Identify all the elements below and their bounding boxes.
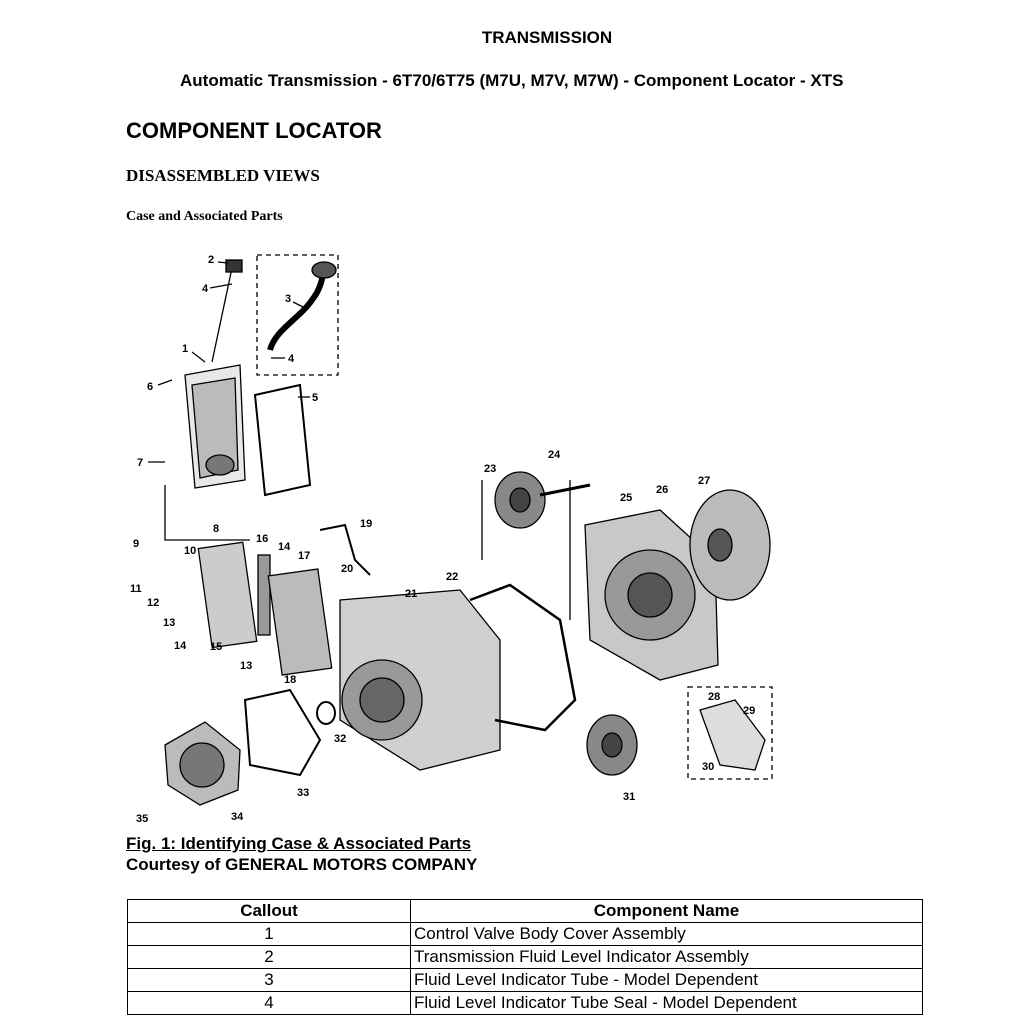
page-heading: COMPONENT LOCATOR	[126, 118, 382, 143]
callout-label: 1	[182, 343, 188, 355]
table-row: 1 Control Valve Body Cover Assembly	[127, 922, 923, 946]
sub-sub-heading: Case and Associated Parts	[126, 209, 283, 224]
callout-label: 34	[231, 811, 244, 823]
callout-label: 2	[208, 254, 214, 266]
callout-label: 13	[240, 660, 252, 672]
column-header-component-name: Component Name	[410, 899, 923, 923]
column-header-callout: Callout	[127, 899, 411, 923]
component-name-cell: Fluid Level Indicator Tube - Model Depen…	[410, 968, 923, 992]
sub-heading: DISASSEMBLED VIEWS	[126, 166, 320, 185]
callout-label: 31	[623, 791, 635, 803]
callout-label: 17	[298, 550, 310, 562]
component-name-cell: Transmission Fluid Level Indicator Assem…	[410, 945, 923, 969]
callout-label: 8	[213, 523, 219, 535]
table-row: 3 Fluid Level Indicator Tube - Model Dep…	[127, 968, 923, 992]
callout-label: 23	[484, 463, 496, 475]
callout-label: 16	[256, 533, 268, 545]
callout-label: 4	[288, 353, 295, 365]
figure-caption: Fig. 1: Identifying Case & Associated Pa…	[126, 834, 472, 853]
table-row: 2 Transmission Fluid Level Indicator Ass…	[127, 945, 923, 969]
table-header-row: Callout Component Name	[127, 899, 923, 923]
callout-label: 3	[285, 293, 291, 305]
callout-label: 30	[702, 761, 714, 773]
callout-label: 12	[147, 597, 159, 609]
callout-label: 26	[656, 484, 668, 496]
callout-table: Callout Component Name 1 Control Valve B…	[127, 899, 923, 1015]
callout-cell: 1	[127, 922, 411, 946]
callout-label: 14	[278, 541, 291, 553]
exploded-parts-diagram: 1 2 3 4 4 5 6 7 8 9 10 11 12 13 13 14 14…	[130, 254, 773, 825]
callout-label: 27	[698, 475, 710, 487]
callout-cell: 3	[127, 968, 411, 992]
callout-label: 6	[147, 381, 153, 393]
callout-label: 25	[620, 492, 632, 504]
callout-label: 24	[548, 449, 561, 461]
callout-label: 28	[708, 691, 720, 703]
callout-label: 10	[184, 545, 196, 557]
callout-label: 22	[446, 571, 458, 583]
callout-label: 29	[743, 705, 755, 717]
callout-cell: 4	[127, 991, 411, 1015]
table-row: 4 Fluid Level Indicator Tube Seal - Mode…	[127, 991, 923, 1015]
component-name-cell: Control Valve Body Cover Assembly	[410, 922, 923, 946]
callout-cell: 2	[127, 945, 411, 969]
callout-label: 15	[210, 641, 222, 653]
callout-label: 13	[163, 617, 175, 629]
component-name-cell: Fluid Level Indicator Tube Seal - Model …	[410, 991, 923, 1015]
callout-label: 21	[405, 588, 417, 600]
document-title: Automatic Transmission - 6T70/6T75 (M7U,…	[180, 71, 844, 90]
callout-label: 9	[133, 538, 139, 550]
callout-label: 14	[174, 640, 187, 652]
callout-label: 33	[297, 787, 309, 799]
callout-label: 20	[341, 563, 353, 575]
callout-label: 32	[334, 733, 346, 745]
callout-label: 5	[312, 392, 318, 404]
callout-label: 18	[284, 674, 296, 686]
callout-label: 7	[137, 457, 143, 469]
section-label: TRANSMISSION	[481, 28, 613, 47]
callout-label: 19	[360, 518, 372, 530]
callout-label: 4	[202, 283, 209, 295]
figure-credit: Courtesy of GENERAL MOTORS COMPANY	[126, 855, 478, 874]
callout-label: 35	[136, 813, 148, 825]
callout-label: 11	[130, 583, 142, 595]
